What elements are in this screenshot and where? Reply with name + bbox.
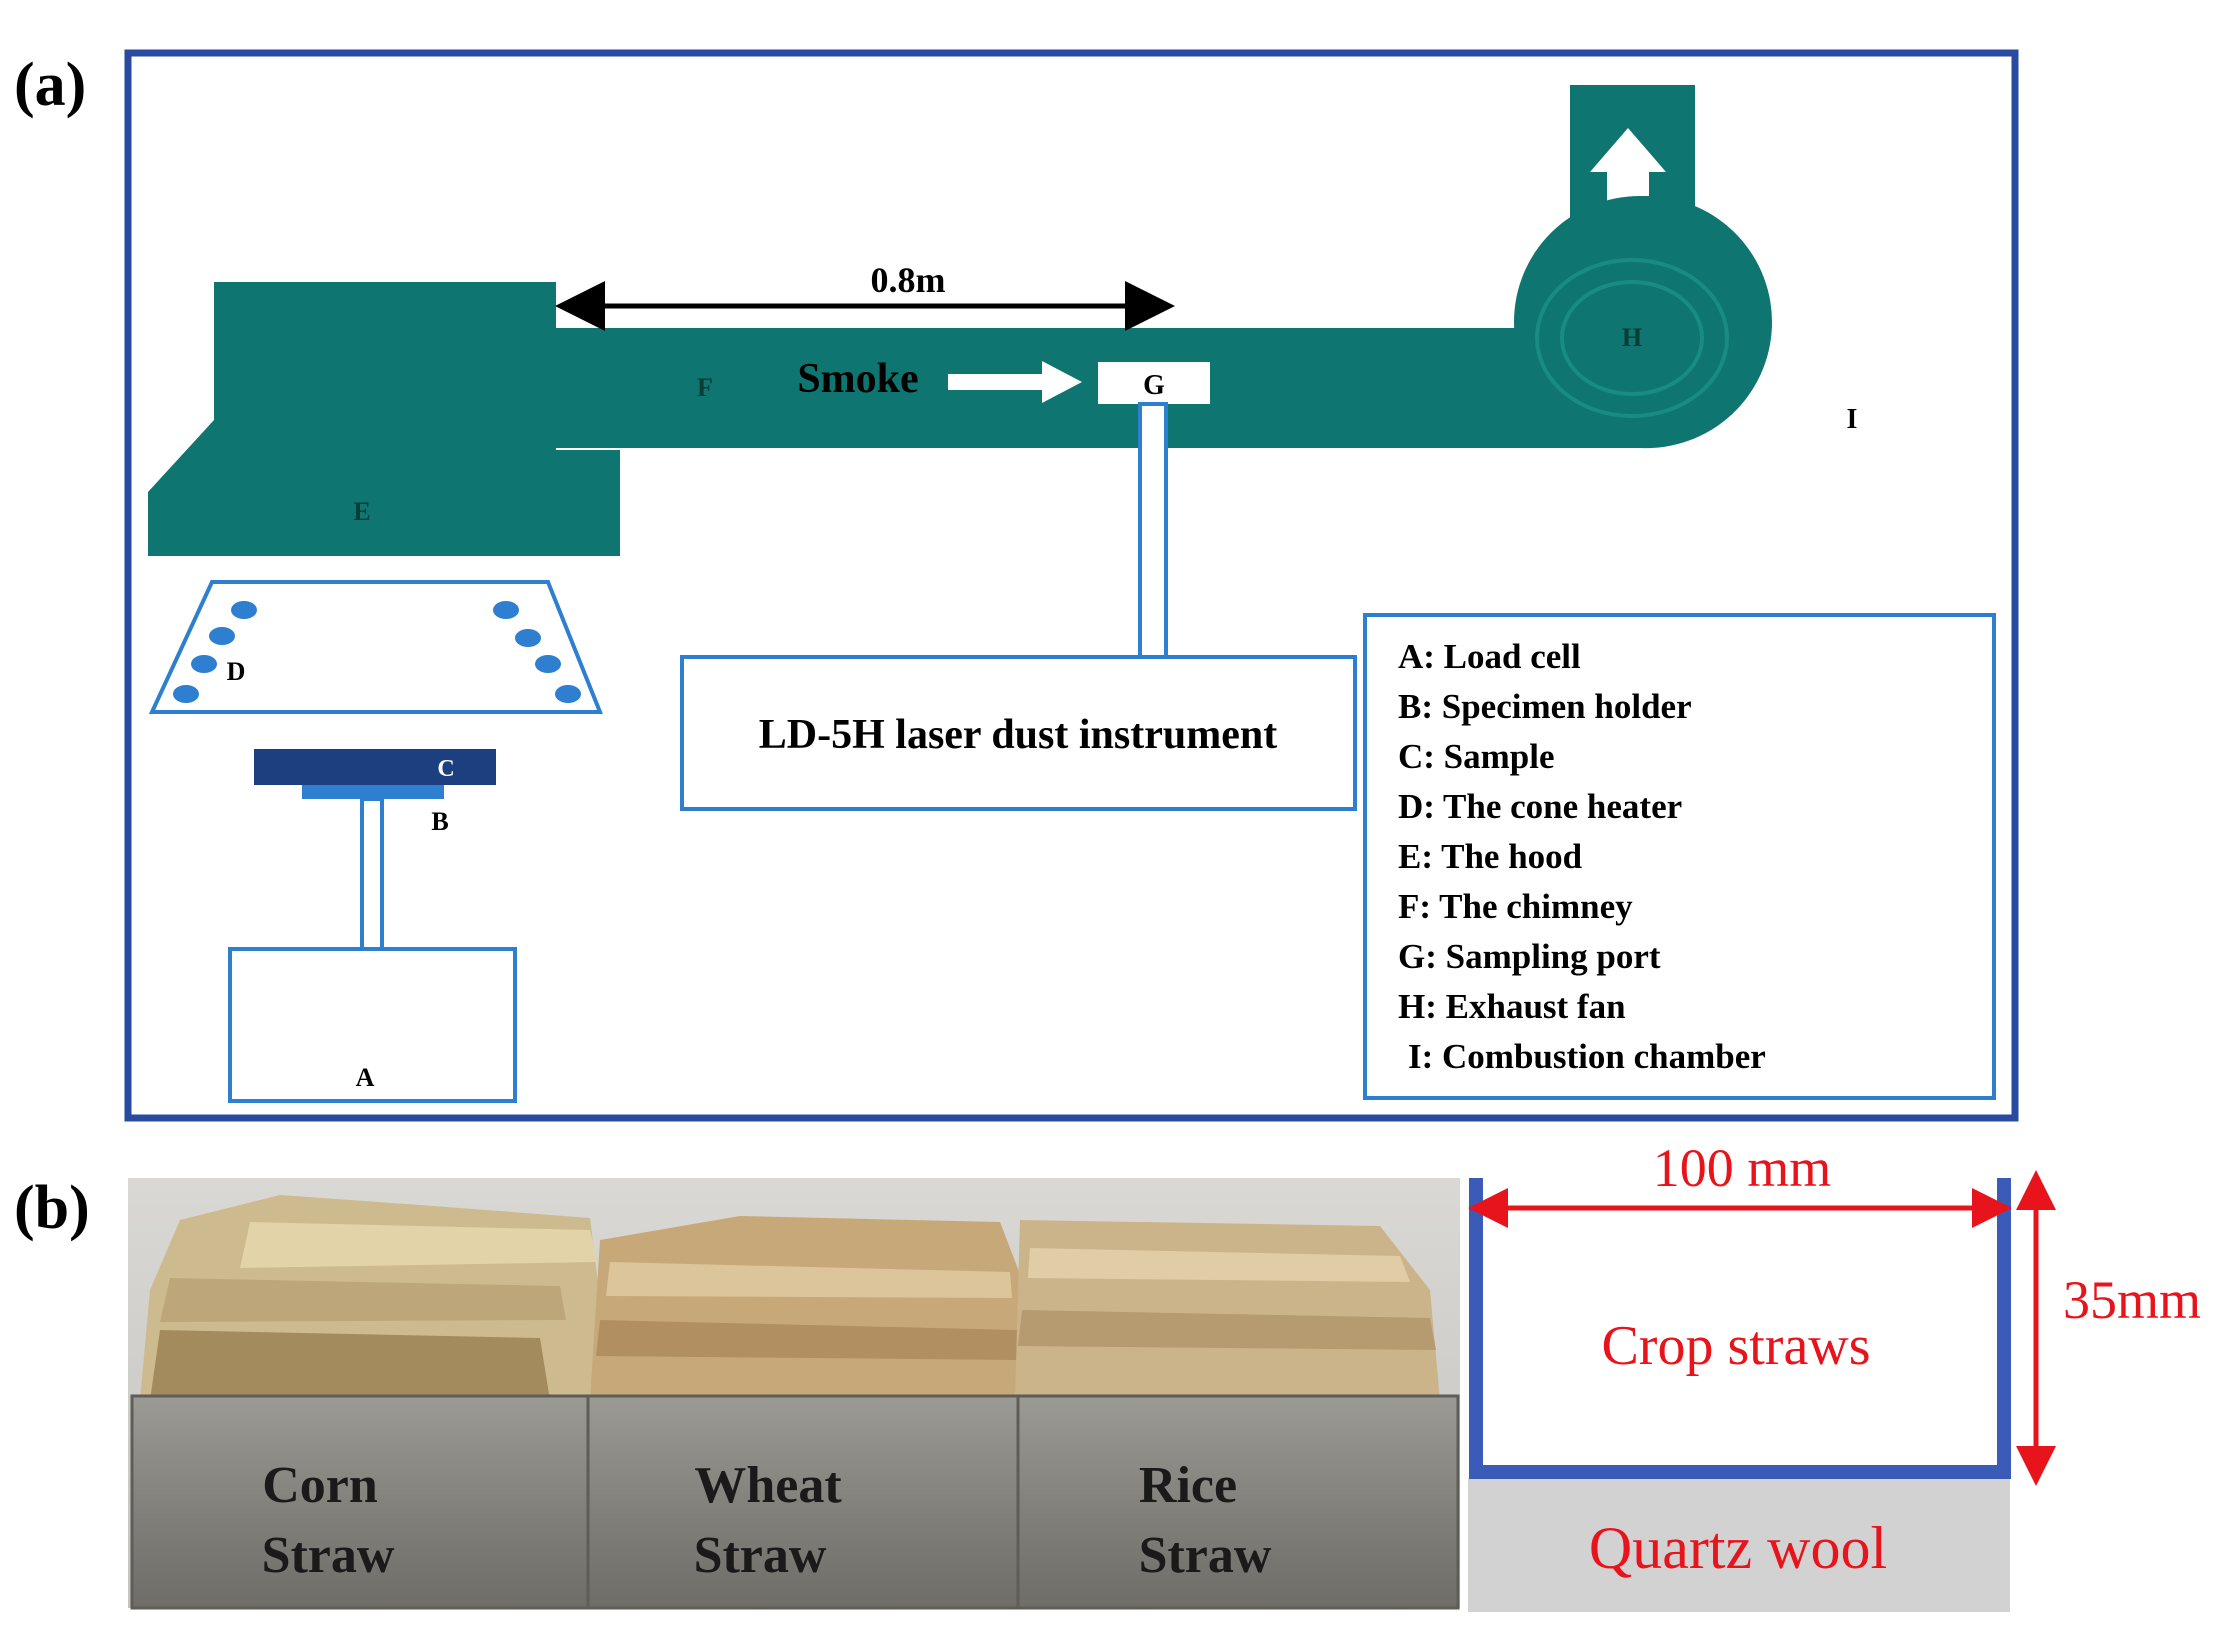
- smoke-label: Smoke: [797, 356, 918, 402]
- legend-item: D: The cone heater: [1398, 787, 1682, 826]
- quartz-wool-layer: [1468, 1478, 2010, 1612]
- sample: [254, 749, 496, 785]
- letter-e: E: [353, 497, 370, 526]
- cone-heater: [148, 580, 603, 714]
- legend-item: E: The hood: [1398, 837, 1583, 876]
- width-label: 100 mm: [1653, 1138, 1832, 1198]
- laser-dust-instrument-box: [680, 655, 1357, 811]
- legend-item: H: Exhaust fan: [1398, 987, 1626, 1026]
- legend-box: [1363, 613, 1996, 1100]
- sample-holder-cross-section: [1469, 1178, 2011, 1479]
- specimen-holder-rod: [360, 797, 384, 951]
- rice-straw-label-line1: Rice: [1139, 1457, 1237, 1514]
- laser-dust-instrument-label: LD-5H laser dust instrument: [759, 712, 1277, 758]
- smoke-arrow-icon: [948, 361, 1082, 403]
- wheat-straw-label-line1: Wheat: [694, 1457, 842, 1514]
- letter-f: F: [697, 373, 713, 402]
- panel-a-frame: [124, 49, 2019, 1122]
- corn-straw-label-line2: Straw: [262, 1527, 395, 1584]
- specimen-holder-plate: [302, 785, 444, 799]
- legend-item: F: The chimney: [1398, 887, 1633, 926]
- legend-item: I: Combustion chamber: [1408, 1037, 1766, 1076]
- letter-h: H: [1622, 323, 1642, 352]
- legend-item: C: Sample: [1398, 737, 1555, 776]
- wheat-straw-box: [586, 1394, 1020, 1610]
- sampling-tube: [1138, 402, 1168, 659]
- load-cell: [228, 947, 517, 1103]
- sampling-port: [1098, 362, 1210, 404]
- panel-b: (b) Corn Straw Wheat: [14, 1138, 2201, 1612]
- letter-a: A: [356, 1063, 375, 1092]
- corn-straw-label-line1: Corn: [262, 1457, 378, 1514]
- legend-item: G: Sampling port: [1398, 937, 1661, 976]
- exhaust-fan: [1514, 196, 1772, 449]
- letter-d: D: [227, 657, 246, 686]
- legend-item: A: Load cell: [1398, 637, 1581, 676]
- letter-b: B: [431, 807, 448, 836]
- legend-item: B: Specimen holder: [1398, 687, 1692, 726]
- letter-i: I: [1847, 404, 1858, 435]
- corn-straw-box: [130, 1394, 590, 1610]
- straw-bundles: [140, 1195, 1440, 1400]
- legend-items: A: Load cell B: Specimen holder C: SampleD…: [1398, 637, 1766, 1076]
- height-label: 35mm: [2063, 1270, 2201, 1330]
- letter-g: G: [1143, 370, 1165, 401]
- panel-b-label: (b): [14, 1174, 90, 1242]
- wheat-straw-label-line2: Straw: [694, 1527, 827, 1584]
- rice-straw-box: [1016, 1394, 1460, 1610]
- panel-a-label: (a): [14, 51, 86, 119]
- contents-label: Crop straws: [1601, 1315, 1870, 1377]
- letter-c: C: [437, 756, 454, 782]
- heater-elements: [173, 601, 581, 703]
- hood: [148, 282, 620, 556]
- distance-label: 0.8m: [871, 260, 946, 300]
- straw-samples-photo: Corn Straw Wheat Straw Rice Straw: [128, 1178, 1460, 1610]
- panel-a: (a) H E F 0.8m Smoke G LD-5H laser: [14, 49, 2019, 1122]
- rice-straw-label-line2: Straw: [1139, 1527, 1272, 1584]
- base-label: Quartz wool: [1589, 1515, 1887, 1581]
